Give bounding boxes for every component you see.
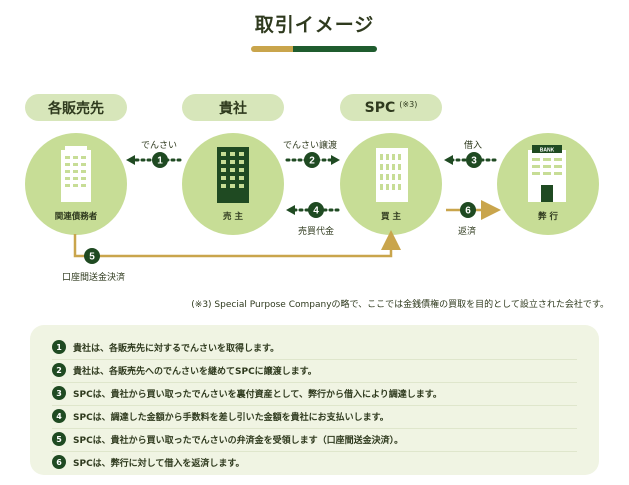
- title-underline-green: [293, 46, 377, 52]
- arrow-head-4: [286, 205, 295, 215]
- flow-label-6: 返済: [458, 227, 477, 237]
- step-number-2: 2: [52, 363, 66, 377]
- steps-panel: 1 貴社は、各販売先に対するでんさいを取得します。 2 貴社は、各販売先へのでん…: [30, 325, 599, 475]
- flow-label-4: 売買代金: [298, 227, 335, 237]
- flow-badge-6-number: 6: [465, 206, 471, 217]
- arrow-head-2: [331, 155, 340, 165]
- flow-badge-5-number: 5: [89, 252, 95, 263]
- seller-header-label: 各販売先: [48, 100, 104, 117]
- flow-line-5: [73, 230, 401, 258]
- office-building-icon: [217, 147, 249, 203]
- step-item-5: 5 SPCは、貴社から買い取ったでんさいの弁済金を受領します（口座間送金決済）。: [52, 432, 577, 446]
- step-text-2: 貴社は、各販売先へのでんさいを継めてSPCに譲渡します。: [73, 366, 317, 377]
- step-divider: [52, 451, 577, 452]
- seller-header: 各販売先: [25, 94, 127, 121]
- step-text-1: 貴社は、各販売先に対するでんさいを取得します。: [73, 343, 280, 354]
- flow-label-3: 借入: [464, 141, 483, 151]
- step-text-4: SPCは、調達した金額から手数料を差し引いた金額を貴社にお支払いします。: [73, 412, 389, 423]
- flow-badge-4: 4: [308, 202, 324, 218]
- step-number-1: 1: [52, 340, 66, 354]
- footnote: (※3) Special Purpose Companyの略で、ここでは金銭債権…: [191, 300, 609, 310]
- step-number-5: 5: [52, 432, 66, 446]
- step-item-1: 1 貴社は、各販売先に対するでんさいを取得します。: [52, 340, 577, 354]
- title-underline: [251, 46, 377, 52]
- flow-badge-1: 1: [152, 152, 168, 168]
- company-header-label: 貴社: [219, 100, 247, 117]
- step-text-3: SPCは、貴社から買い取ったでんさいを裏付資産として、弊行から借入により調達しま…: [73, 389, 442, 400]
- flow-badge-6: 6: [460, 202, 476, 218]
- office-building-icon: [61, 146, 91, 202]
- flow-diagram: BANK 1: [61, 145, 566, 264]
- step-item-4: 4 SPCは、調達した金額から手数料を差し引いた金額を貴社にお支払いします。: [52, 409, 577, 423]
- flow-label-2: でんさい譲渡: [283, 141, 338, 151]
- step-item-3: 3 SPCは、貴社から買い取ったでんさいを裏付資産として、弊行から借入により調達…: [52, 386, 577, 400]
- bank-role-label: 弊 行: [538, 212, 558, 222]
- spc-header-label: SPC: [364, 99, 396, 116]
- step-number-6: 6: [52, 455, 66, 469]
- flow-label-5: 口座間送金決済: [62, 273, 126, 283]
- seller-role-label: 関連債務者: [54, 212, 98, 222]
- step-item-6: 6 SPCは、弊行に対して借入を返済します。: [52, 455, 577, 469]
- step-text-5: SPCは、貴社から買い取ったでんさいの弁済金を受領します（口座間送金決済）。: [73, 435, 404, 446]
- flow-badge-4-number: 4: [313, 206, 319, 217]
- bank-building-icon: BANK: [528, 145, 566, 202]
- arrow-head-3: [444, 155, 453, 165]
- bank-sign-text: BANK: [540, 148, 555, 154]
- step-number-3: 3: [52, 386, 66, 400]
- flow-badge-1-number: 1: [157, 156, 163, 167]
- flow-badge-3: 3: [466, 152, 482, 168]
- step-divider: [52, 382, 577, 383]
- arrow-head-1: [126, 155, 135, 165]
- flow-label-1: でんさい: [141, 141, 178, 151]
- spc-header-note: (※3): [399, 100, 418, 109]
- step-divider: [52, 405, 577, 406]
- page-title: 取引イメージ: [254, 14, 375, 36]
- step-divider: [52, 428, 577, 429]
- title-underline-gold: [251, 46, 293, 52]
- company-role-label: 売 主: [223, 212, 243, 222]
- flow-badge-2: 2: [304, 152, 320, 168]
- flow-badge-2-number: 2: [309, 156, 315, 167]
- step-divider: [52, 359, 577, 360]
- office-building-icon: [376, 148, 408, 202]
- spc-role-label: 買 主: [381, 212, 401, 222]
- step-text-6: SPCは、弊行に対して借入を返済します。: [73, 458, 245, 469]
- step-item-2: 2 貴社は、各販売先へのでんさいを継めてSPCに譲渡します。: [52, 363, 577, 377]
- step-number-4: 4: [52, 409, 66, 423]
- company-header: 貴社: [182, 94, 284, 121]
- spc-header: SPC (※3): [340, 94, 442, 121]
- flow-badge-3-number: 3: [471, 156, 477, 167]
- flow-badge-5: 5: [84, 248, 100, 264]
